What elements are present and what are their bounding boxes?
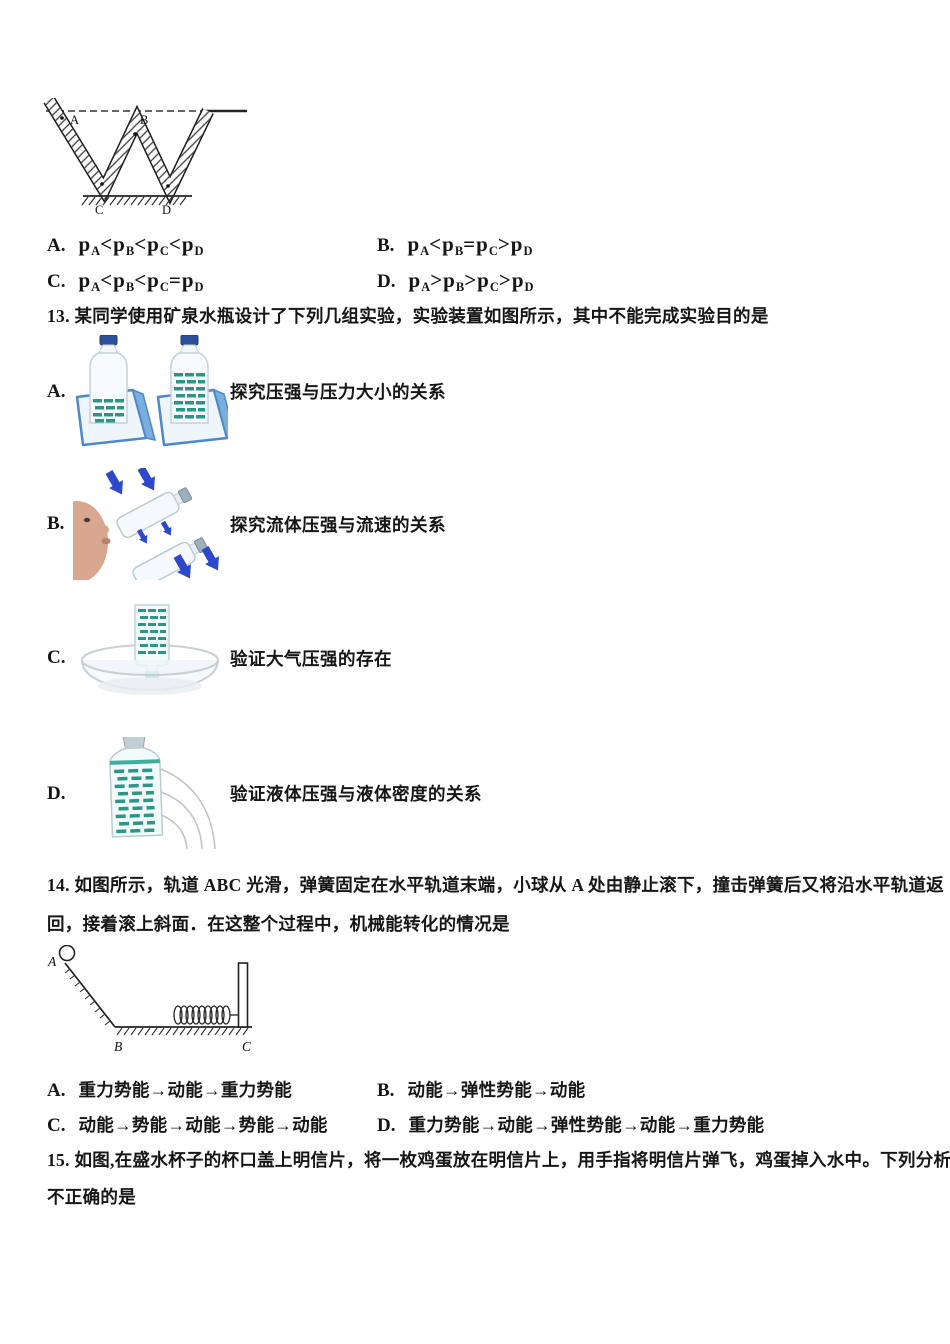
bottle-low-water bbox=[89, 335, 128, 424]
ground-hatching bbox=[81, 195, 192, 206]
option-letter: B. bbox=[377, 1080, 395, 1101]
q14-stem-line1: 14. 如图所示，轨道 ABC 光滑，弹簧固定在水平轨道末端，小球从 A 处由静… bbox=[47, 875, 944, 895]
q14-option-a: A. 重力势能→动能→重力势能 bbox=[47, 1077, 292, 1102]
experiment-description: 探究流体压强与流速的关系 bbox=[230, 514, 446, 535]
water-jets bbox=[160, 768, 216, 850]
q14-option-d: D. 重力势能→动能→弹性势能→动能→重力势能 bbox=[377, 1112, 764, 1137]
incline-hatching bbox=[64, 968, 111, 1026]
bottle-lower bbox=[132, 537, 209, 580]
spring-icon bbox=[173, 1005, 238, 1025]
q12-option-a: A. pA<pB<pC<pD bbox=[47, 232, 204, 259]
track-spring-figure: A B C bbox=[47, 945, 252, 1054]
pressure-point-dots bbox=[60, 116, 170, 188]
w-tube-pressure-figure: A B C D bbox=[43, 98, 247, 216]
airflow-arrows bbox=[105, 468, 219, 579]
option-letter: C. bbox=[47, 1115, 66, 1136]
q12-option-d: D. pA>pB>pC>pD bbox=[377, 268, 534, 295]
q13-stem: 13. 某同学使用矿泉水瓶设计了下列几组实验，实验装置如图所示，其中不能完成实验… bbox=[47, 306, 769, 326]
q13-option-b: B. 探究流体压强与流速的关系 bbox=[47, 468, 446, 580]
experiment-description: 探究压强与压力大小的关系 bbox=[230, 382, 446, 402]
option-letter: D. bbox=[377, 1115, 396, 1136]
blowing-between-bottles-illustration bbox=[73, 468, 219, 580]
face-blowing bbox=[73, 501, 111, 580]
q14-option-c: C. 动能→势能→动能→势能→动能 bbox=[47, 1112, 328, 1137]
striped-bottle bbox=[109, 737, 164, 838]
option-formula: pA<pB=pC>pD bbox=[407, 232, 533, 258]
q13-option-a: A. bbox=[47, 335, 446, 448]
option-text: 重力势能→动能→重力势能 bbox=[78, 1080, 293, 1100]
q14-option-b: B. 动能→弹性势能→动能 bbox=[377, 1077, 585, 1102]
q15-stem-line2: 不正确的是 bbox=[47, 1187, 136, 1207]
option-text: 动能→势能→动能→势能→动能 bbox=[78, 1115, 328, 1135]
option-letter: B. bbox=[377, 235, 395, 256]
ground-hatching bbox=[116, 1027, 249, 1036]
two-bottles-on-sponges-illustration bbox=[75, 335, 228, 447]
q12-option-b: B. pA<pB=pC>pD bbox=[377, 232, 533, 259]
experiment-description: 验证大气压强的存在 bbox=[230, 648, 392, 669]
point-label-d: D bbox=[162, 203, 171, 216]
point-label-c: C bbox=[242, 1039, 252, 1054]
option-letter: D. bbox=[47, 782, 66, 804]
q13-option-c: C. 验证大气压强的存在 bbox=[47, 602, 392, 714]
option-letter: A. bbox=[47, 380, 66, 402]
option-text: 重力势能→动能→弹性势能→动能→重力势能 bbox=[408, 1115, 765, 1135]
inverted-bottle-in-dish-illustration bbox=[81, 604, 219, 695]
option-letter: B. bbox=[47, 513, 65, 534]
q14-stem-line2: 回，接着滚上斜面．在这整个过程中，机械能转化的情况是 bbox=[47, 914, 510, 934]
bottle-upper bbox=[116, 487, 193, 539]
bottle-with-water-jets-illustration bbox=[109, 737, 216, 850]
option-text: 动能→弹性势能→动能 bbox=[407, 1080, 586, 1100]
option-letter: A. bbox=[47, 235, 66, 256]
w-tube-band bbox=[43, 98, 214, 206]
bottle-full-water bbox=[170, 335, 209, 424]
wall-block bbox=[237, 962, 249, 1028]
option-formula: pA<pB<pC<pD bbox=[78, 232, 204, 258]
option-letter: D. bbox=[377, 271, 396, 292]
point-label-b: B bbox=[140, 113, 148, 127]
point-label-b: B bbox=[114, 1039, 122, 1054]
point-label-a: A bbox=[47, 954, 57, 969]
glass-dish bbox=[81, 659, 219, 695]
q15-stem-line1: 15. 如图,在盛水杯子的杯口盖上明信片，将一枚鸡蛋放在明信片上，用手指将明信片… bbox=[47, 1150, 950, 1170]
experiment-description: 验证液体压强与液体密度的关系 bbox=[230, 784, 482, 804]
option-formula: pA>pB>pC>pD bbox=[408, 268, 534, 294]
option-letter: C. bbox=[47, 271, 66, 292]
point-label-c: C bbox=[95, 203, 103, 216]
option-letter: A. bbox=[47, 1080, 66, 1101]
ball-icon bbox=[58, 945, 76, 962]
option-formula: pA<pB<pC=pD bbox=[78, 268, 204, 294]
q13-option-d: D. 验证液体压强与液体密度的关系 bbox=[47, 737, 482, 850]
q12-option-c: C. pA<pB<pC=pD bbox=[47, 268, 204, 295]
point-label-a: A bbox=[70, 113, 79, 127]
option-letter: C. bbox=[47, 647, 66, 668]
